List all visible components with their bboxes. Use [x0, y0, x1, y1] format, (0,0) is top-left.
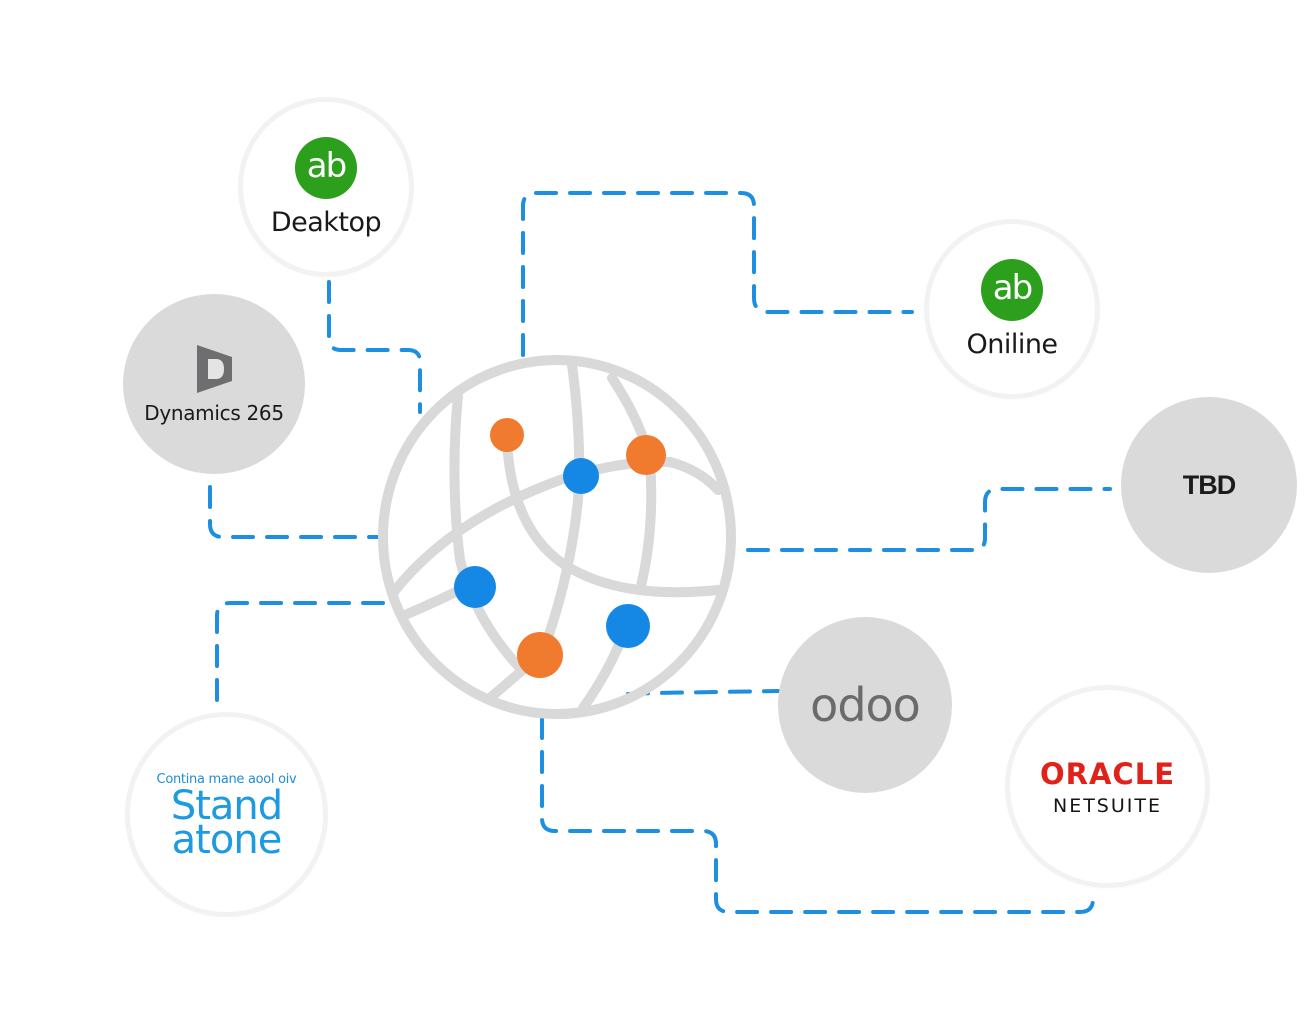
- globe-curve-inner: [502, 437, 723, 598]
- connector-netsuite: [540, 716, 1095, 914]
- quickbooks-desktop-label: Deaktop: [270, 206, 382, 238]
- standalone-caption: Contina mane aool oiv: [156, 772, 297, 787]
- globe-meridian-center: [535, 360, 585, 665]
- standalone-node[interactable]: Contina mane aool oiv Stand atone: [130, 717, 323, 912]
- hub-node-orange: [626, 435, 666, 475]
- standalone-line-1: Stand: [170, 783, 283, 829]
- netsuite-product-label: NETSUITE: [1052, 794, 1162, 817]
- hub-node-blue: [606, 604, 650, 648]
- oracle-netsuite-node[interactable]: ORACLE NETSUITE: [1010, 690, 1205, 883]
- globe-link-bottom-left: [485, 663, 530, 703]
- connector-desktop: [327, 280, 422, 414]
- quickbooks-online-node[interactable]: ab Oniline: [929, 224, 1095, 394]
- oracle-brand-label: ORACLE: [1040, 756, 1175, 791]
- dynamics-node[interactable]: Dynamics 265: [123, 294, 305, 474]
- connector-dynamics: [208, 485, 380, 539]
- connector-online: [521, 191, 914, 357]
- quickbooks-desktop-node[interactable]: ab Deaktop: [243, 102, 409, 272]
- dynamics-label: Dynamics 265: [144, 401, 284, 425]
- quickbooks-logo-icon: ab: [295, 136, 357, 199]
- hub-node-orange: [517, 632, 563, 678]
- globe-outline: [378, 355, 736, 719]
- globe-parallel-upper: [388, 456, 723, 598]
- odoo-node[interactable]: odoo: [778, 617, 952, 793]
- standalone-line-2: atone: [171, 817, 283, 863]
- globe-meridian-left: [449, 390, 525, 673]
- hub-node-orange: [490, 418, 524, 452]
- odoo-logo: odoo: [810, 678, 921, 732]
- hub-node-blue: [454, 566, 496, 608]
- globe-meridian-right: [607, 373, 657, 595]
- connector-standalone: [215, 601, 392, 702]
- quickbooks-logo-icon: ab: [981, 258, 1043, 321]
- quickbooks-online-label: Oniline: [966, 328, 1058, 360]
- tbd-node[interactable]: TBD: [1121, 397, 1297, 573]
- tbd-label: TBD: [1182, 469, 1236, 500]
- hub-node-blue: [563, 458, 599, 494]
- dynamics-logo-icon: [197, 345, 232, 393]
